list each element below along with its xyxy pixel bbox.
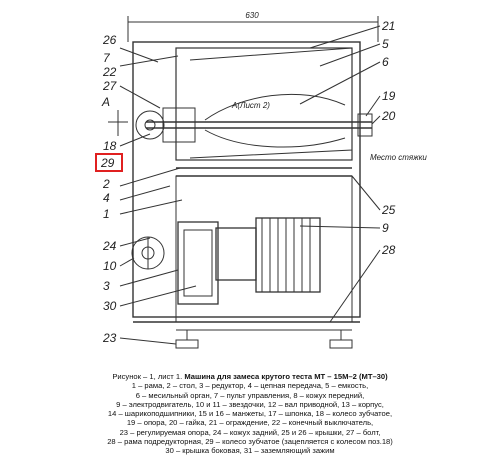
callout-10: 10 [103, 259, 117, 273]
callout-2: 2 [102, 177, 110, 191]
caption-line: 19 – опора, 20 – гайка, 21 – ограждение,… [126, 418, 374, 428]
dimension-label: 630 [245, 11, 259, 20]
technical-drawing: 630 A А(Лист 2) Место стяжки 26 7 22 27 … [95, 11, 427, 349]
callout-18: 18 [103, 139, 117, 153]
callout-20: 20 [381, 109, 396, 123]
callout-25: 25 [381, 203, 396, 217]
section-mark: A [101, 95, 110, 109]
callout-1: 1 [103, 207, 110, 221]
caption-line: 28 – рама подредукторная, 29 – колесо зу… [107, 437, 393, 447]
place-note: Место стяжки [370, 153, 427, 162]
caption-line: 23 – регулируемая опора, 24 – кожух задн… [119, 427, 381, 437]
callout-7: 7 [103, 51, 111, 65]
callout-29: 29 [100, 156, 115, 170]
callout-28: 28 [381, 243, 396, 257]
callout-21: 21 [381, 19, 395, 33]
caption-heading: Рисунок – 1, лист 1. Машина для замеса к… [10, 372, 490, 381]
figure-caption: Рисунок – 1, лист 1. Машина для замеса к… [10, 372, 490, 456]
caption-line: 1 – рама, 2 – стол, 3 – редуктор, 4 – це… [131, 381, 369, 391]
callout-26: 26 [102, 33, 117, 47]
callout-23: 23 [102, 331, 117, 345]
callout-6: 6 [382, 55, 389, 69]
caption-line: 6 – месильный орган, 7 – пульт управлени… [135, 390, 365, 400]
caption-title: Машина для замеса крутого теста МТ – 15М… [184, 372, 388, 381]
callout-29-highlight [95, 153, 123, 172]
caption-line: 14 – шарикоподшипники, 15 и 16 – манжеты… [107, 409, 393, 419]
callout-3: 3 [103, 279, 110, 293]
callout-5: 5 [382, 37, 389, 51]
callout-4: 4 [103, 191, 110, 205]
section-reference: А(Лист 2) [231, 101, 270, 110]
caption-line: 30 – крышка боковая, 31 – заземляющий за… [165, 446, 335, 456]
caption-line: 9 – электродвигатель, 10 и 11 – звездочк… [116, 399, 384, 409]
callout-24: 24 [102, 239, 117, 253]
callout-9: 9 [382, 221, 389, 235]
callout-22: 22 [102, 65, 117, 79]
callout-30: 30 [103, 299, 117, 313]
callout-27: 27 [102, 79, 118, 93]
caption-lead: Рисунок – 1, лист 1. [112, 372, 183, 381]
callout-19: 19 [382, 89, 396, 103]
